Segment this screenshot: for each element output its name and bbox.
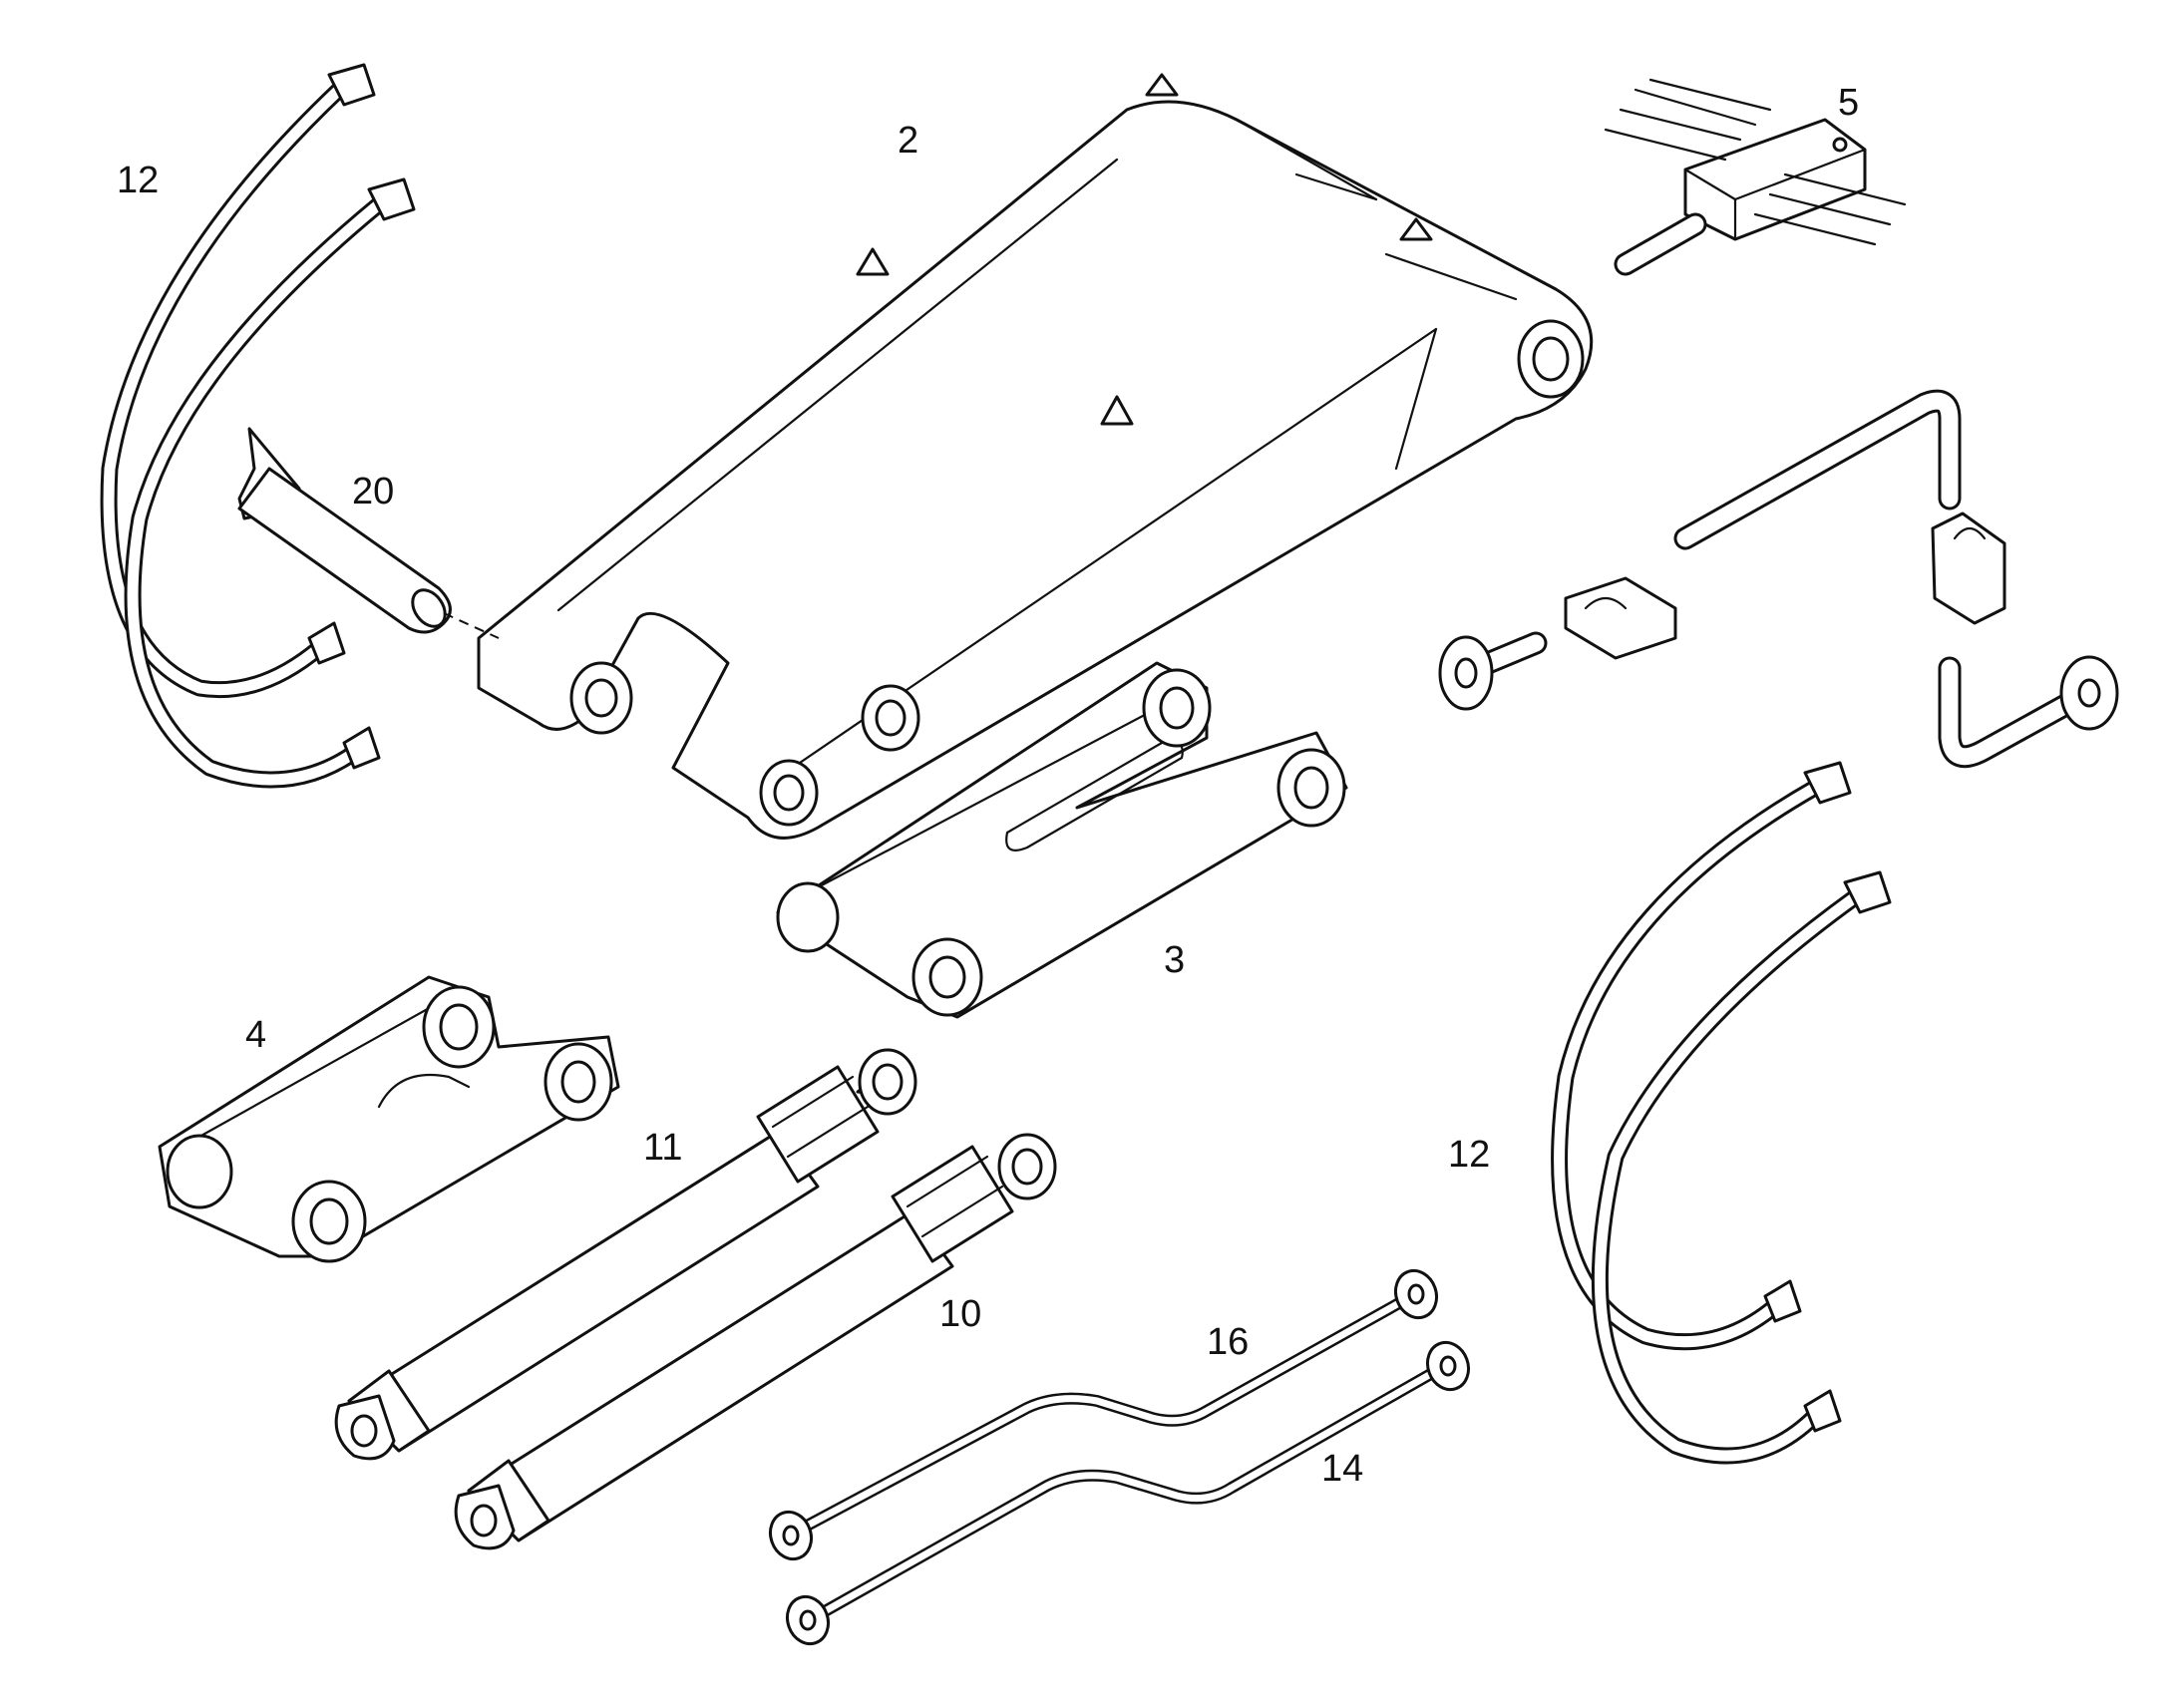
link-4	[158, 975, 620, 1263]
pipe-16	[768, 1268, 1439, 1561]
hoses-left	[100, 63, 416, 789]
callout-pipe-14: 14	[1321, 1448, 1363, 1490]
cylinder-11	[334, 1048, 917, 1461]
callout-cylinder-10: 10	[939, 1293, 981, 1335]
pipe-14	[785, 1340, 1471, 1646]
callout-link-b: 4	[245, 1014, 266, 1056]
link-3	[776, 661, 1348, 1019]
callout-hoses-right: 12	[1448, 1134, 1490, 1176]
callout-valve-block: 5	[1838, 82, 1859, 124]
callout-cylinder-11: 11	[643, 1127, 682, 1169]
cylinder-10	[454, 1133, 1057, 1550]
callout-boom: 2	[898, 120, 918, 162]
boom-pin	[237, 427, 500, 639]
boom	[477, 73, 1594, 840]
callout-pipe-16: 16	[1207, 1321, 1249, 1363]
callout-labels: 2 3 4 5 10 11 12 12 14 16 20	[117, 82, 1859, 1490]
hoses-right	[1551, 761, 1892, 1465]
callout-pin: 20	[352, 471, 394, 512]
callout-hoses-left: 12	[117, 160, 159, 201]
callout-link-a: 3	[1164, 939, 1185, 981]
valve-block	[1604, 78, 1907, 276]
tube-assembly	[1438, 389, 2119, 769]
